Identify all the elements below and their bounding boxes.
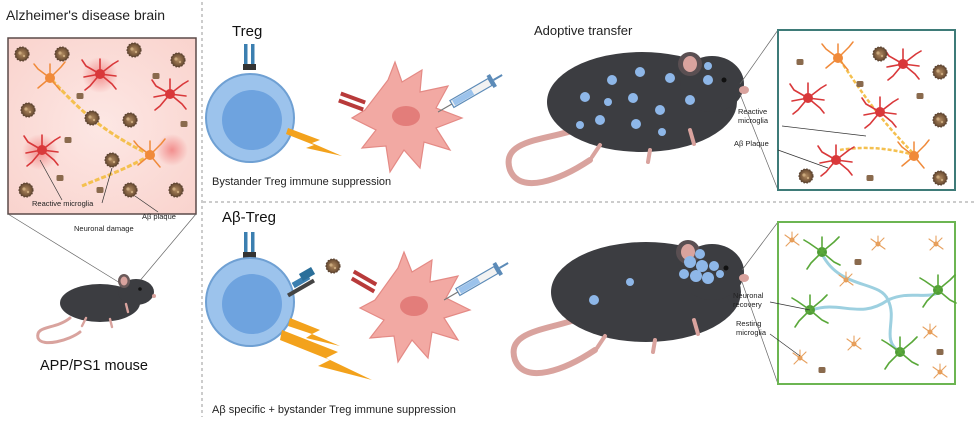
label-line: Reactive — [738, 107, 767, 116]
abeta-antigen — [325, 258, 341, 274]
adoptive-transfer-title: Adoptive transfer — [534, 23, 633, 38]
syringe-icon — [437, 73, 503, 113]
syringe-icon — [443, 261, 509, 301]
tcr-receptor — [243, 44, 256, 70]
abeta-plaque — [20, 102, 36, 118]
label-line: Neuronal — [733, 291, 764, 300]
abeta-plaque — [854, 259, 862, 265]
abeta-plaque — [796, 59, 804, 65]
abeta-plaque — [122, 112, 138, 128]
leader-line — [781, 125, 867, 137]
inset-reactive — [777, 29, 956, 191]
zoom-line — [741, 221, 779, 271]
bottom-panel: Aβ-Treg Aβ specific + bystander Treg imm… — [205, 209, 957, 416]
label-line: Resting — [736, 319, 761, 328]
abeta-plaque — [152, 73, 160, 79]
abeta-plaque — [14, 46, 30, 62]
label-reactive-microglia: Reactive microglia — [32, 199, 94, 208]
abeta-plaque — [856, 81, 864, 87]
caption-abeta-specific: Aβ specific + bystander Treg immune supp… — [212, 404, 456, 416]
mhc-receptor — [350, 269, 378, 294]
abeta-plaque — [180, 121, 188, 127]
leader-line — [101, 167, 113, 204]
microglia-cell — [350, 60, 464, 174]
healthy-axon — [811, 298, 889, 312]
abeta-plaque — [104, 152, 120, 168]
brain-title: Alzheimer's disease brain — [6, 7, 165, 23]
abeta-plaque — [170, 52, 186, 68]
abeta-plaque — [122, 182, 138, 198]
abeta-plaque — [84, 110, 100, 126]
abeta-plaque — [56, 175, 64, 181]
zoom-line — [7, 213, 121, 284]
treg-title: Treg — [232, 23, 262, 40]
label-inset-abeta-plaque: Aβ Plaque — [734, 139, 769, 148]
abeta-plaque — [916, 93, 924, 99]
treg-nucleus — [222, 274, 282, 334]
treg-nucleus — [222, 90, 282, 150]
label-line: microglia — [738, 116, 769, 125]
abeta-plaque — [54, 46, 70, 62]
leader-line — [39, 159, 63, 201]
suppression-bolt — [286, 128, 342, 156]
microglia-cell — [358, 250, 472, 364]
caption-bystander: Bystander Treg immune suppression — [212, 176, 391, 188]
abeta-plaque — [64, 137, 72, 143]
leader-line — [777, 149, 829, 169]
suppression-bolt — [288, 318, 340, 346]
axon — [839, 146, 916, 157]
mouse-treated-abeta-treg — [510, 240, 749, 377]
left-panel: Alzheimer's disease brain — [6, 7, 197, 374]
zoom-line — [739, 93, 779, 191]
inset-recovery — [777, 221, 956, 385]
abeta-treg-title: Aβ-Treg — [222, 209, 276, 226]
abeta-tcr — [287, 267, 316, 298]
mhc-receptor — [338, 91, 366, 112]
inflammation-glow — [156, 134, 188, 166]
abeta-plaque — [126, 42, 142, 58]
tcr-receptor — [243, 232, 256, 258]
label-neuronal-damage: Neuronal damage — [74, 224, 134, 233]
label-abeta-plaque: Aβ plaque — [142, 212, 176, 221]
label-resting-microglia: Resting microglia — [736, 319, 767, 337]
abeta-plaque — [168, 182, 184, 198]
suppression-bolt — [280, 330, 372, 380]
zoom-line — [739, 29, 779, 85]
zoom-line — [741, 281, 779, 385]
label-line: recovery — [733, 300, 762, 309]
abeta-plaque — [96, 187, 104, 193]
axon — [81, 153, 151, 188]
abeta-plaque — [932, 64, 948, 80]
zoom-line — [137, 213, 197, 284]
app-ps1-mouse — [36, 274, 156, 345]
abeta-plaque — [76, 93, 84, 99]
abeta-plaque — [866, 175, 874, 181]
mouse-treated-treg — [505, 52, 749, 187]
leader-line — [769, 301, 811, 311]
abeta-plaque — [872, 46, 888, 62]
axon — [838, 59, 916, 156]
mouse-label: APP/PS1 mouse — [40, 358, 148, 374]
leader-line — [769, 333, 801, 357]
top-panel: Treg Adoptive transfer Bystander Treg im… — [205, 23, 956, 191]
abeta-plaque — [818, 367, 826, 373]
label-line: microglia — [736, 328, 767, 337]
label-neuronal-recovery: Neuronal recovery — [733, 291, 766, 309]
abeta-plaque — [798, 168, 814, 184]
abeta-plaque — [936, 349, 944, 355]
abeta-plaque — [18, 182, 34, 198]
abeta-plaque — [932, 170, 948, 186]
abeta-plaque — [932, 112, 948, 128]
label-inset-reactive-microglia: Reactive microglia — [738, 107, 769, 125]
leader-line — [134, 195, 159, 213]
